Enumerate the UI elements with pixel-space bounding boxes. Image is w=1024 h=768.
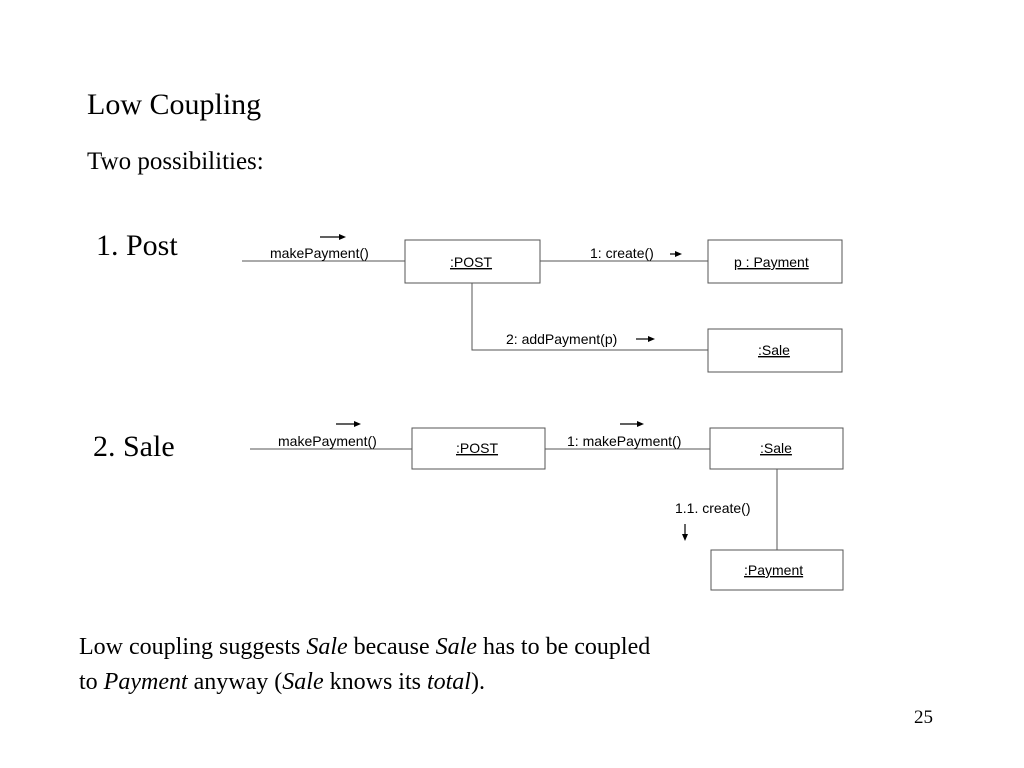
- make-payment-message-label-2: 1: makePayment(): [567, 433, 681, 449]
- payment-object-box-2: [710, 549, 844, 591]
- link-post-sale: [471, 283, 708, 351]
- incoming-message-label-2: makePayment(): [278, 433, 377, 449]
- conclusion-emphasis: Sale: [435, 634, 477, 660]
- arrow-icon-create-2: [682, 524, 688, 541]
- sale-object-label-2: :Sale: [760, 440, 792, 456]
- option-2-label: 2. Sale: [93, 430, 175, 463]
- conclusion-emphasis: total: [426, 669, 471, 695]
- sale-object-box-2: [709, 427, 844, 470]
- add-payment-message-label: 2: addPayment(p): [506, 331, 617, 347]
- sale-object-label-1: :Sale: [758, 342, 790, 358]
- conclusion-emphasis: Sale: [282, 669, 324, 695]
- conclusion-emphasis: Payment: [103, 669, 188, 695]
- conclusion-part: to: [79, 669, 104, 695]
- incoming-message-label-1: makePayment(): [270, 245, 369, 261]
- page-number: 25: [914, 707, 933, 728]
- create-message-label-1: 1: create(): [590, 245, 654, 261]
- post-object-box-1: [404, 239, 541, 284]
- conclusion-part: ).: [470, 669, 485, 695]
- post-object-label-1: :POST: [450, 254, 492, 270]
- post-object-label-2: :POST: [456, 440, 498, 456]
- arrow-icon-make-payment-2: [620, 421, 644, 427]
- conclusion-part: anyway (: [187, 669, 283, 695]
- conclusion-emphasis: Sale: [306, 634, 348, 660]
- diagram-option-2: :POST :Sale :Payment makePayment() 1: ma…: [250, 421, 844, 591]
- arrow-icon-create-1: [670, 251, 682, 257]
- conclusion-part: knows its: [323, 669, 427, 695]
- slide-subtitle: Two possibilities:: [87, 148, 264, 175]
- conclusion-part: because: [347, 634, 436, 660]
- option-1-label: 1. Post: [96, 229, 178, 262]
- payment-object-label-1: p : Payment: [734, 254, 809, 270]
- arrow-icon-incoming-2: [336, 421, 361, 427]
- payment-object-label-2: :Payment: [744, 562, 803, 578]
- arrow-icon-incoming-1: [320, 234, 346, 240]
- payment-object-box-1: [707, 239, 843, 284]
- diagram-option-1: :POST p : Payment :Sale makePayment() 1:…: [242, 234, 843, 373]
- slide-title: Low Coupling: [87, 88, 262, 121]
- conclusion-text: Low coupling suggests Sale because Sale …: [79, 630, 650, 700]
- conclusion-part: has to be coupled: [476, 634, 651, 660]
- conclusion-part: Low coupling suggests: [79, 634, 307, 660]
- arrow-icon-add-payment: [636, 336, 655, 342]
- sale-object-box-1: [707, 328, 843, 373]
- post-object-box-2: [411, 427, 546, 470]
- create-message-label-2: 1.1. create(): [675, 500, 750, 516]
